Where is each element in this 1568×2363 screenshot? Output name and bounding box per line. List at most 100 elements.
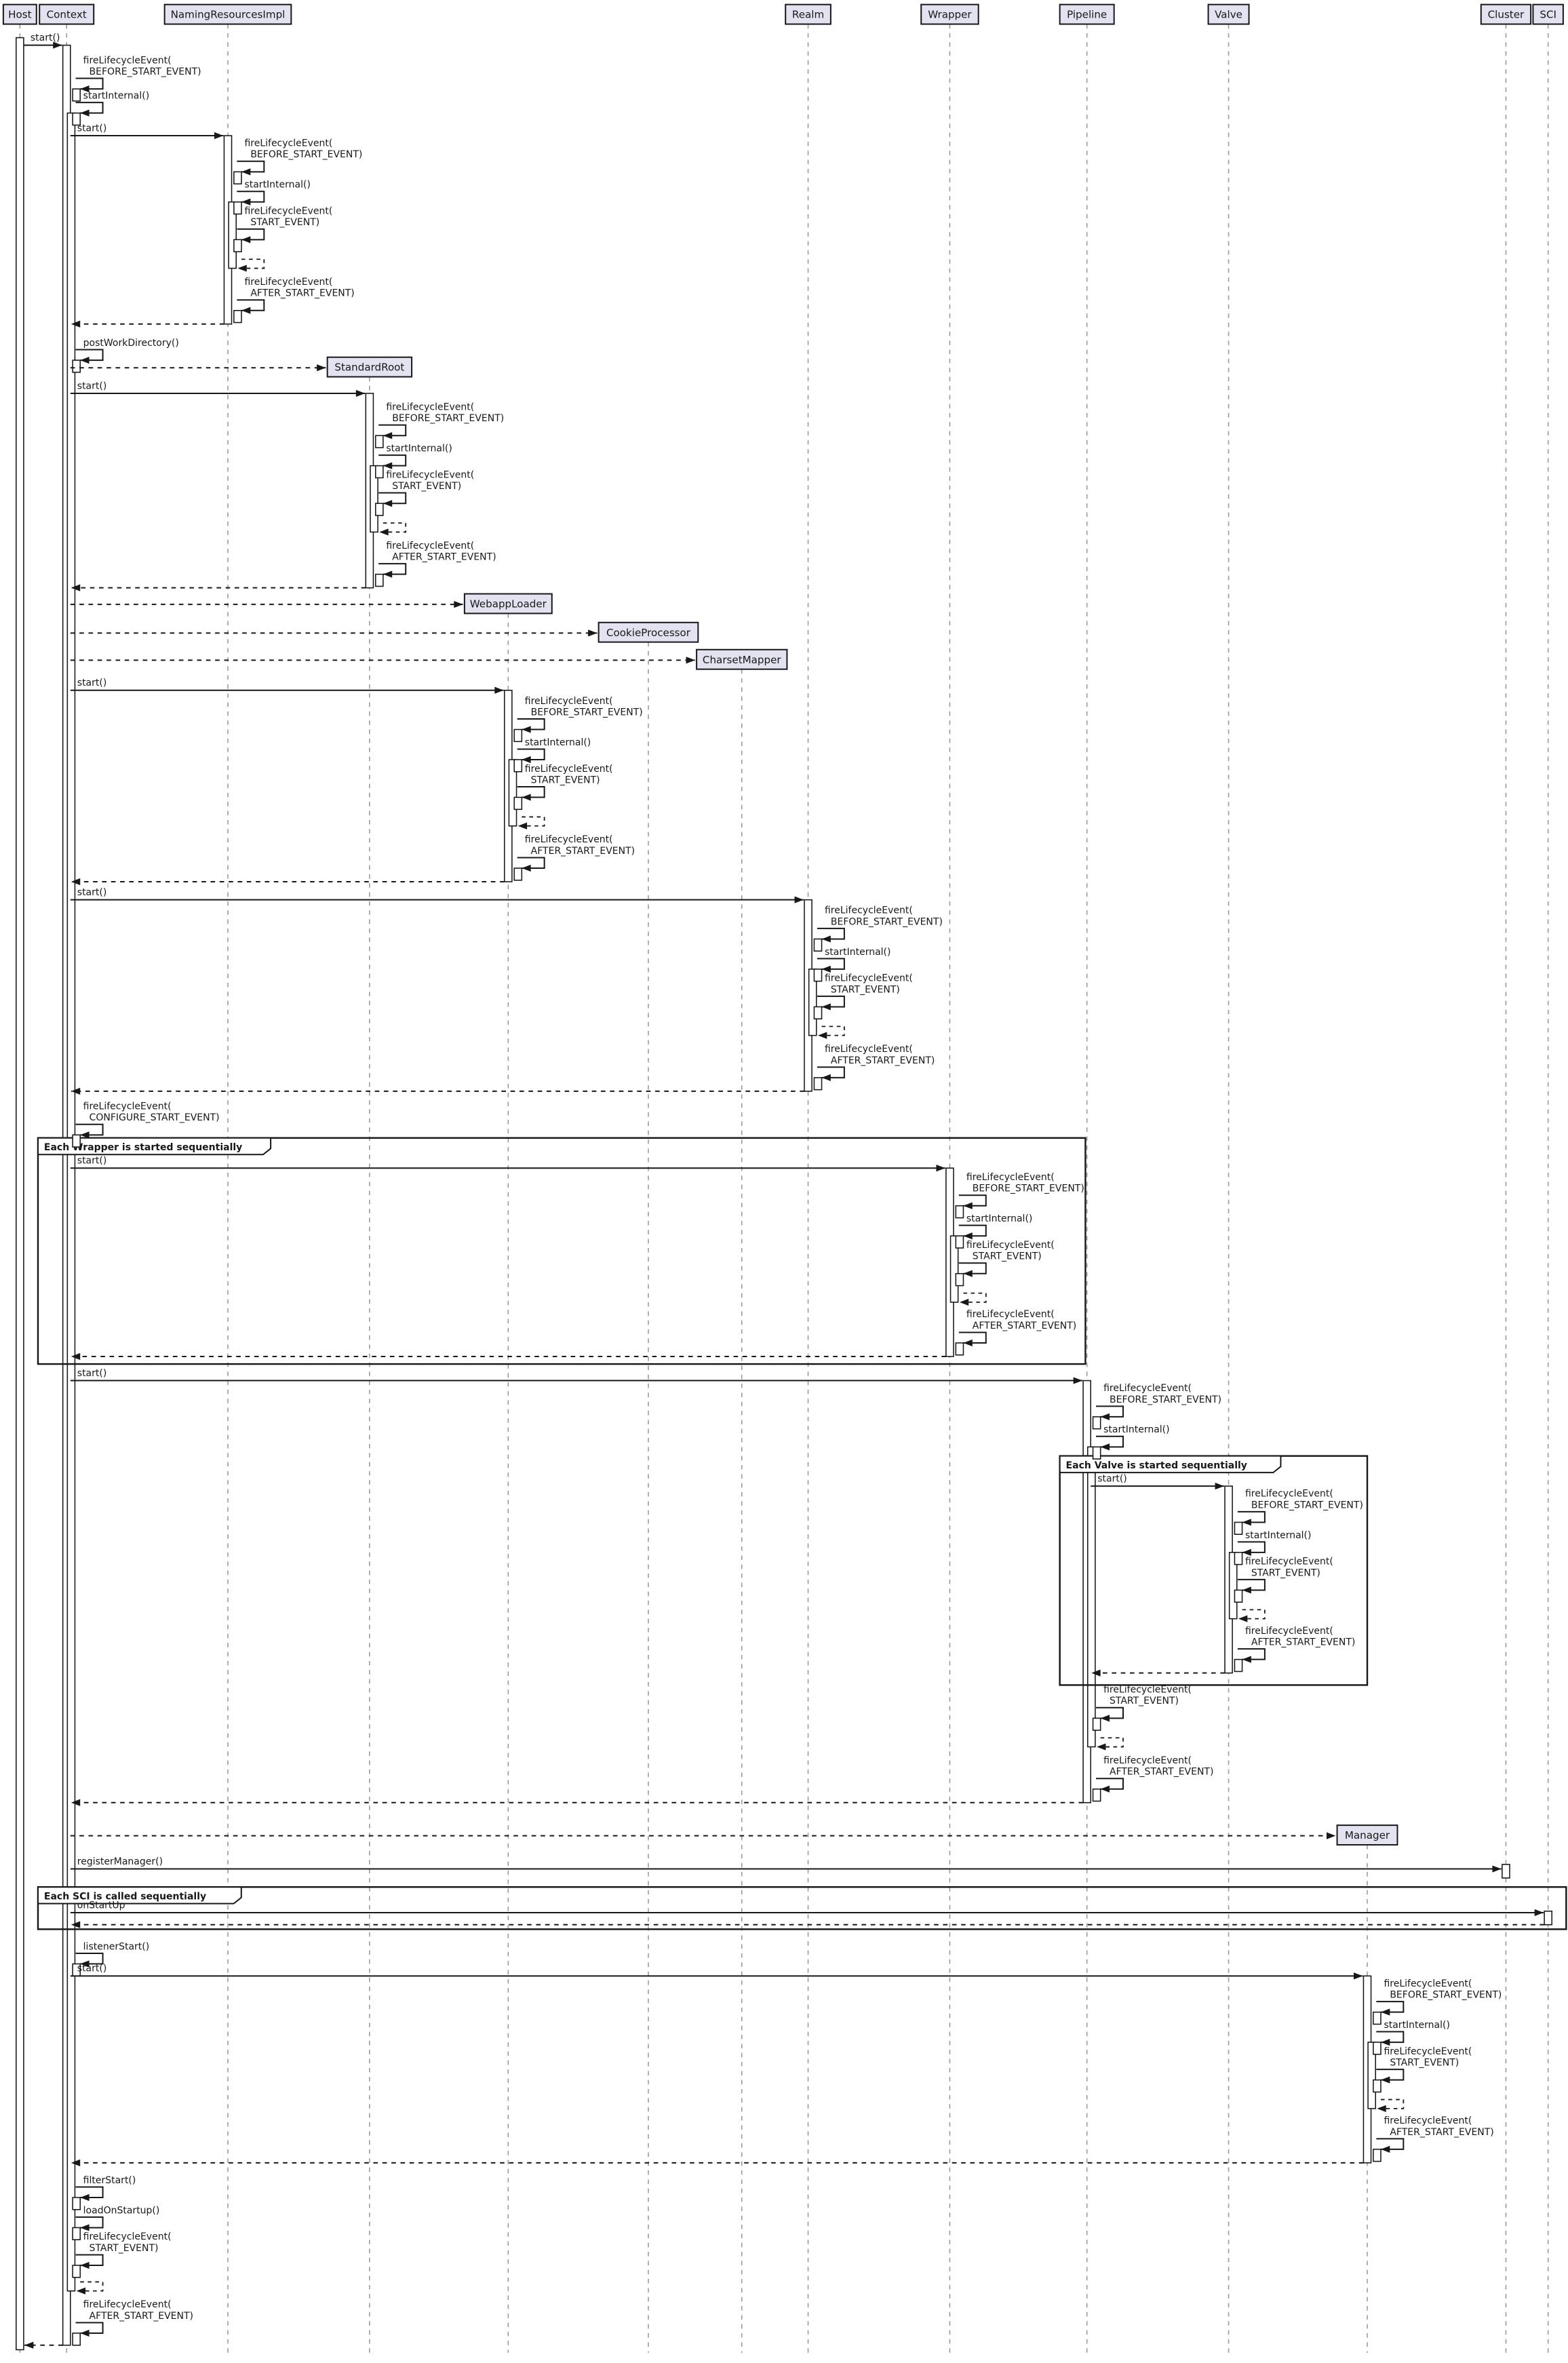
message-20-create — [70, 629, 597, 637]
arrowhead — [71, 878, 81, 886]
arrowhead — [1100, 1785, 1110, 1793]
message-57-return — [71, 1799, 1084, 1806]
arrowhead — [1492, 1865, 1502, 1873]
activation-bar — [813, 1077, 823, 1091]
label-text: fireLifecycleEvent( — [966, 1172, 1055, 1183]
arrowhead — [80, 2224, 90, 2231]
label-text: CookieProcessor — [606, 627, 691, 639]
activation-bar — [228, 201, 237, 269]
layer-activations — [16, 37, 1552, 2351]
label-text: fireLifecycleEvent( — [244, 138, 332, 149]
activation-bar — [813, 1006, 823, 1020]
arrowhead — [80, 1131, 90, 1139]
message-26-self_return — [517, 816, 545, 829]
label-text: fireLifecycleEvent( — [825, 1044, 913, 1055]
participant-box — [2, 3, 37, 25]
arrowhead — [1091, 1669, 1101, 1677]
message-0-call: start() — [23, 33, 62, 49]
message-34-self: fireLifecycleEvent(AFTER_START_EVENT) — [813, 1044, 935, 1091]
activation-bar — [508, 759, 517, 827]
message-73-self_return — [76, 2281, 104, 2294]
message-56-self: fireLifecycleEvent(AFTER_START_EVENT) — [1092, 1755, 1213, 1802]
message-71-self: loadOnStartup() — [72, 2205, 159, 2240]
arrowhead — [214, 132, 224, 140]
participant-charsetmapper: CharsetMapper — [696, 648, 788, 670]
arrowhead — [71, 584, 81, 591]
message-54-self: fireLifecycleEvent(START_EVENT) — [1092, 1685, 1192, 1731]
message-23-self: fireLifecycleEvent(BEFORE_START_EVENT) — [513, 696, 643, 743]
participant-box — [1480, 3, 1532, 25]
message-30-self: fireLifecycleEvent(BEFORE_START_EVENT) — [813, 905, 943, 952]
arrowhead — [821, 935, 831, 943]
activation-bar — [813, 938, 823, 952]
message-69-return — [71, 2159, 1364, 2166]
label-text: filterStart() — [83, 2175, 136, 2186]
activation-bar — [1502, 1864, 1510, 1879]
label-text: Host — [8, 9, 31, 21]
arrowhead — [1097, 1743, 1106, 1751]
label-text: startInternal() — [244, 180, 311, 191]
label-text: NamingResourcesImpl — [171, 9, 286, 21]
arrowhead — [383, 462, 393, 469]
message-52-self: fireLifecycleEvent(AFTER_START_EVENT) — [1234, 1626, 1355, 1673]
arrowhead — [71, 1799, 81, 1806]
participant-naming: NamingResourcesImpl — [163, 3, 292, 25]
arrowhead — [80, 2193, 90, 2202]
label-text: Each Wrapper is started sequentially — [44, 1142, 242, 1153]
arrowhead — [821, 965, 831, 973]
participant-box — [1207, 3, 1250, 25]
message-3-call: start() — [70, 123, 224, 140]
activation-bar — [233, 201, 242, 215]
message-12-call: start() — [70, 380, 366, 397]
participant-valve: Valve — [1207, 3, 1250, 25]
activation-bar — [1092, 1416, 1101, 1430]
label-text: START_EVENT) — [973, 1251, 1042, 1262]
label-text: startInternal() — [825, 947, 891, 958]
label-text: fireLifecycleEvent( — [966, 1240, 1055, 1251]
message-31-self: startInternal() — [813, 947, 891, 982]
participant-box — [163, 3, 292, 25]
arrowhead — [1238, 1615, 1248, 1622]
arrowhead — [80, 357, 90, 364]
label-text: start() — [77, 1964, 107, 1974]
arrowhead — [383, 500, 393, 507]
arrowhead — [963, 1339, 973, 1347]
label-text: start() — [31, 33, 60, 43]
message-43-return — [71, 1352, 946, 1361]
frame-valve-loop: Each Valve is started sequentially — [1059, 1455, 1369, 1686]
message-47-call: start() — [1091, 1473, 1224, 1490]
message-38-self: fireLifecycleEvent(BEFORE_START_EVENT) — [955, 1172, 1084, 1219]
message-58-create — [70, 1832, 1336, 1839]
participant-box — [39, 3, 95, 25]
activation-bar — [513, 759, 523, 773]
arrowhead — [80, 109, 90, 117]
activation-bar — [375, 503, 384, 516]
layer-frames: Each Wrapper is started sequentiallyEach… — [37, 1137, 1567, 1930]
label-text: onStartUp — [77, 1900, 125, 1911]
label-text: start() — [77, 380, 107, 391]
arrowhead — [317, 364, 326, 372]
label-text: fireLifecycleEvent( — [386, 541, 474, 551]
label-text: START_EVENT) — [90, 2243, 159, 2254]
frame-wrapper-loop: Each Wrapper is started sequentially — [37, 1137, 1086, 1365]
label-text: fireLifecycleEvent( — [1103, 1383, 1192, 1394]
label-text: START_EVENT) — [250, 217, 319, 228]
message-18-return — [71, 584, 366, 591]
activation-bar — [233, 171, 242, 184]
message-68-self: fireLifecycleEvent(AFTER_START_EVENT) — [1373, 2115, 1494, 2162]
message-25-self: fireLifecycleEvent(START_EVENT) — [513, 764, 613, 811]
message-67-self_return — [1377, 2098, 1405, 2112]
arrowhead — [522, 794, 531, 801]
label-text: fireLifecycleEvent( — [83, 2231, 172, 2242]
activation-bar — [375, 435, 384, 448]
frame-border — [37, 1886, 1567, 1930]
activation-bar — [233, 239, 242, 252]
arrowhead — [80, 85, 90, 93]
label-text: registerManager() — [77, 1856, 163, 1867]
label-text: AFTER_START_EVENT) — [1110, 1767, 1213, 1778]
message-50-self: fireLifecycleEvent(START_EVENT) — [1234, 1557, 1333, 1603]
message-11-create — [70, 364, 326, 372]
label-text: START_EVENT) — [1251, 1567, 1320, 1578]
arrowhead — [1242, 1586, 1251, 1594]
message-9-return — [71, 320, 224, 328]
